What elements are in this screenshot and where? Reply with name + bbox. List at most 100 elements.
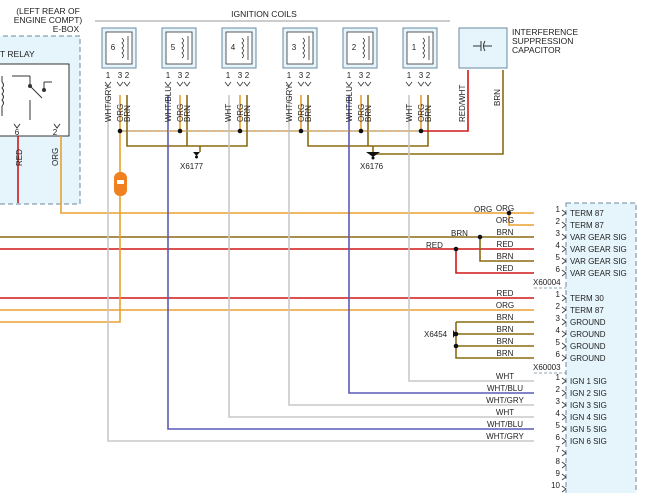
module-pin-function: VAR GEAR SIG [570,257,627,266]
module-wire-color: WHT/GRY [486,432,524,441]
capacitor-label-1: INTERFERENCE [512,27,578,37]
module-pin-function: GROUND [570,318,606,327]
module-pin-number: 2 [556,302,561,311]
capacitor-redwht-wire [420,70,469,132]
module-wire-color: BRN [497,228,514,237]
module-wire-color: ORG [496,204,514,213]
module-pin-mark [561,389,567,397]
module-pin-mark [561,209,567,217]
module-pin-mark [561,437,567,445]
module-pin-function: TERM 87 [570,221,604,230]
coil-winding-icon [121,37,124,59]
coil5-sig-wire [167,95,534,430]
relay-pin-marks [13,123,61,129]
module-pin-mark [561,473,567,481]
coil-pin: 1 [287,71,292,80]
module-pin-mark [561,354,567,362]
coil-pin: 2 [185,71,190,80]
module-wire-color: RED [497,240,514,249]
module-wire-color: BRN [497,325,514,334]
coil-wire-label: BRN [424,105,433,122]
coil-pin: 3 [118,71,123,80]
ground-x6176: X6176 [360,152,384,171]
capacitor-label-3: CAPACITOR [512,45,561,55]
coil-wire-label: WHT [405,104,414,122]
coil-pin: 1 [106,71,111,80]
ebox-title-line-2: ENGINE COMPT) [14,15,83,25]
module-pin-number: 3 [556,314,561,323]
fuse-icon [114,172,127,196]
coil-pin: 2 [125,71,130,80]
coil-pin: 2 [245,71,250,80]
module-pin-number: 2 [556,217,561,226]
module-pin-mark [561,461,567,469]
coil-pin: 3 [359,71,364,80]
module-pin-mark [561,294,567,302]
coil-winding-icon [181,37,184,59]
coil6-brn-wire [126,95,200,147]
coil-pin: 2 [306,71,311,80]
coil-wire-label: WHT [224,104,233,122]
module-pin-number: 4 [556,241,561,250]
ignition-coils-title: IGNITION COILS [231,9,297,19]
coil-wire-label: BRN [364,105,373,122]
coil-pin: 3 [238,71,243,80]
coil-number: 6 [111,43,116,52]
splice-dots [117,128,512,349]
module-pin-function: GROUND [570,330,606,339]
relay-wire-org: ORG [51,148,60,166]
module-wire-color: WHT [496,372,514,381]
coil3-brn-wire [307,95,373,147]
module-pin-mark [561,306,567,314]
module-pin-number: 10 [551,481,560,490]
module-pin-function: IGN 4 SIG [570,413,607,422]
coil-number: 1 [412,43,417,52]
module-pin-mark [561,245,567,253]
module-wire-color: WHT/GRY [486,396,524,405]
relay-org-wire [60,136,534,214]
relay-pin-2: 2 [53,128,58,137]
capacitor-wire-redwht: RED/WHT [458,85,467,122]
splice-label-org: ORG [474,205,492,214]
coil-number: 5 [171,43,176,52]
module-pin-function: IGN 3 SIG [570,401,607,410]
module-pin-mark [561,269,567,277]
coil-wire-label: ORG [116,104,125,122]
coil-pin: 3 [419,71,424,80]
module-pin-function: TERM 87 [570,209,604,218]
coil-wire-label: ORG [297,104,306,122]
module-pin-mark [561,449,567,457]
coil1-brn-wire [373,95,429,147]
control-module-outline [565,202,637,493]
coil-winding-icon [422,37,425,59]
capacitor-label-2: SUPPRESSION [512,36,573,46]
splice-label-brn: BRN [451,229,468,238]
wire-layer [0,70,534,442]
ground-splice-icon [453,330,456,338]
coil-wire-label: WHT/GRY [104,84,113,122]
coil6-sig-wire [107,95,534,442]
module-pin-row: 8 [556,457,567,469]
module-pin-number: 4 [556,409,561,418]
module-pin-number: 6 [556,350,561,359]
module-wire-color: BRN [497,337,514,346]
module-pin-function: GROUND [570,342,606,351]
module-pin-function: TERM 87 [570,306,604,315]
ground-icon [193,152,200,156]
ebox-title-line-3: E-BOX [53,24,80,34]
module-pin-function: GROUND [570,354,606,363]
module-pin-mark [561,257,567,265]
module-pin-row: 7 [556,445,567,457]
